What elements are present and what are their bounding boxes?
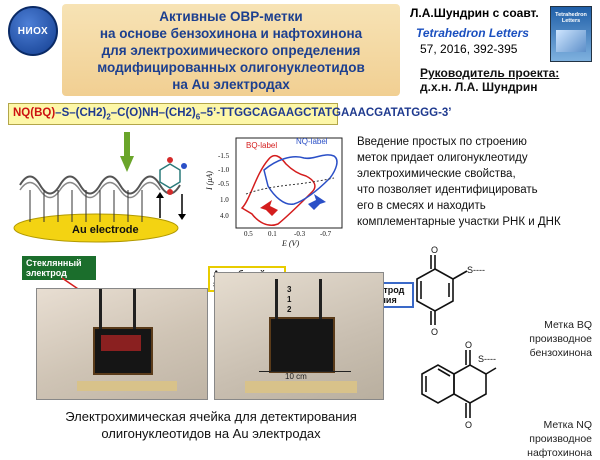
nq-cv-curve (263, 154, 338, 205)
sequence-body: –S–(CH2)2–C(O)NH–(CH2)6–5’-TTGGCAGAAGCTA… (55, 107, 452, 122)
description-line-1: Введение простых по строению (357, 136, 527, 148)
wire-4 (319, 279, 322, 319)
institute-logo: НИОХ (8, 6, 58, 56)
bq-label-text: BQ-label (246, 141, 277, 150)
quinone-label-molecule (159, 157, 187, 195)
description-text: Введение простых по строению меток прида… (357, 134, 597, 230)
journal-cover-title: Tetrahedron Letters (555, 12, 587, 24)
cv-y-tick-1: -1.5 (218, 152, 230, 160)
glass-electrode-label: Стеклянный электрод (22, 256, 96, 280)
cv-x-tick-1: 0.5 (244, 230, 253, 238)
leader-label: Руководитель проекта: (420, 66, 560, 80)
leader-name: д.х.н. Л.А. Шундрин (420, 80, 538, 94)
description-line-3: электрохимические свойства, (357, 168, 516, 180)
title-line-5: на Au электродах (172, 77, 290, 92)
ruler-line (259, 371, 351, 372)
sequence-label-prefix: NQ(BQ) (13, 107, 56, 119)
title-line-3: для электрохимического определения (101, 43, 361, 58)
wood-base-2 (245, 381, 357, 393)
photo-caption: Электрохимическая ячейка для детектирова… (36, 408, 386, 442)
electrode-number-2: 2 (287, 305, 292, 314)
wire-1 (99, 289, 102, 329)
svg-text:O: O (431, 245, 438, 255)
wire-3 (275, 279, 278, 319)
caption-line-2: олигонуклеотидов на Au электродах (101, 426, 321, 441)
bq-caption-line-1: Метка BQ (544, 319, 592, 331)
wood-base (77, 381, 177, 391)
electrode-number-3: 3 (287, 285, 292, 294)
title-line-2: на основе бензохинона и нафтохинона (99, 26, 363, 41)
cv-y-axis-label: I (μA) (205, 171, 214, 191)
cv-x-axis-label: E (V) (281, 239, 299, 248)
nq-substituent: S---- (478, 354, 496, 364)
journal-cover-image: Tetrahedron Letters (550, 6, 592, 62)
oligonucleotide-sequence: NQ(BQ)–S–(CH2)2–C(O)NH–(CH2)6–5’-TTGGCAG… (8, 103, 452, 125)
title-line-1: Активные ОВР-метки (159, 9, 303, 24)
slide-title: Активные ОВР-метки на основе бензохинона… (62, 4, 400, 96)
au-electrode-cell-photo: 1 2 3 10 cm (214, 272, 384, 400)
svg-text:O: O (465, 420, 472, 430)
oligo-strand-wave (19, 175, 181, 195)
electrode-number-1: 1 (287, 295, 292, 304)
authors: Л.А.Шундрин с соавт. (410, 6, 539, 20)
logo-text: НИОХ (17, 25, 49, 37)
caption-line-1: Электрохимическая ячейка для детектирова… (65, 409, 357, 424)
au-electrode-disk (13, 213, 179, 243)
bq-arrow-icon (260, 200, 278, 216)
cell-block-2 (269, 317, 335, 373)
bq-substituent: S---- (467, 265, 485, 275)
bq-caption-line-2: производное бензохинона (529, 333, 592, 359)
svg-text:O: O (465, 340, 472, 350)
title-line-4: модифицированных олигонуклеотидов (97, 60, 365, 75)
cv-y-tick-3: -0.5 (218, 180, 230, 188)
nq-label-caption: Метка NQ производное нафтохинона (488, 418, 592, 460)
nq-caption-line-1: Метка NQ (543, 419, 593, 431)
cv-x-tick-3: -0.3 (294, 230, 306, 238)
description-line-4: что позволяет идентифицировать (357, 184, 538, 196)
linker-lines (29, 190, 143, 222)
journal-cover-art (556, 30, 586, 52)
cv-y-tick-2: -1.0 (218, 166, 230, 174)
nq-label-text: NQ-label (296, 137, 328, 146)
ruler-text: 10 cm (285, 372, 307, 381)
cv-y-tick-5: 4.0 (220, 212, 229, 220)
cv-x-tick-4: -0.7 (320, 230, 332, 238)
description-line-5: его в смесях и находить (357, 200, 486, 212)
description-line-6: комплементарные участки РНК и ДНК (357, 216, 561, 228)
nq-caption-line-2: производное нафтохинона (527, 433, 592, 459)
glass-electrode-cell-photo (36, 288, 208, 400)
baseline-curve (245, 177, 335, 195)
au-electrode-label: Au electrode (72, 224, 139, 236)
wire-2 (133, 289, 136, 329)
electrode-scheme: Au electrode (13, 157, 187, 243)
citation: 57, 2016, 392-395 (420, 42, 518, 56)
svg-text:O: O (431, 327, 438, 337)
description-line-2: меток придает олигонуклеотиду (357, 152, 528, 164)
nq-structure: O O S---- (421, 340, 497, 430)
cyclic-voltammogram: I (μA) -1.5 -1.0 -0.5 1.0 4.0 0.5 0.1 -0… (205, 137, 343, 248)
cv-y-tick-4: 1.0 (220, 196, 229, 204)
nq-arrow-icon (308, 194, 326, 210)
cell-window (101, 335, 141, 351)
green-arrow-icon (120, 132, 134, 172)
journal-name: Tetrahedron Letters (416, 26, 529, 40)
oligo-strand-wave-2 (19, 181, 161, 199)
bq-structure: O O S---- (416, 245, 485, 337)
bq-cv-curve (240, 154, 316, 226)
cv-x-tick-2: 0.1 (268, 230, 277, 238)
bq-label-caption: Метка BQ производное бензохинона (488, 318, 592, 360)
